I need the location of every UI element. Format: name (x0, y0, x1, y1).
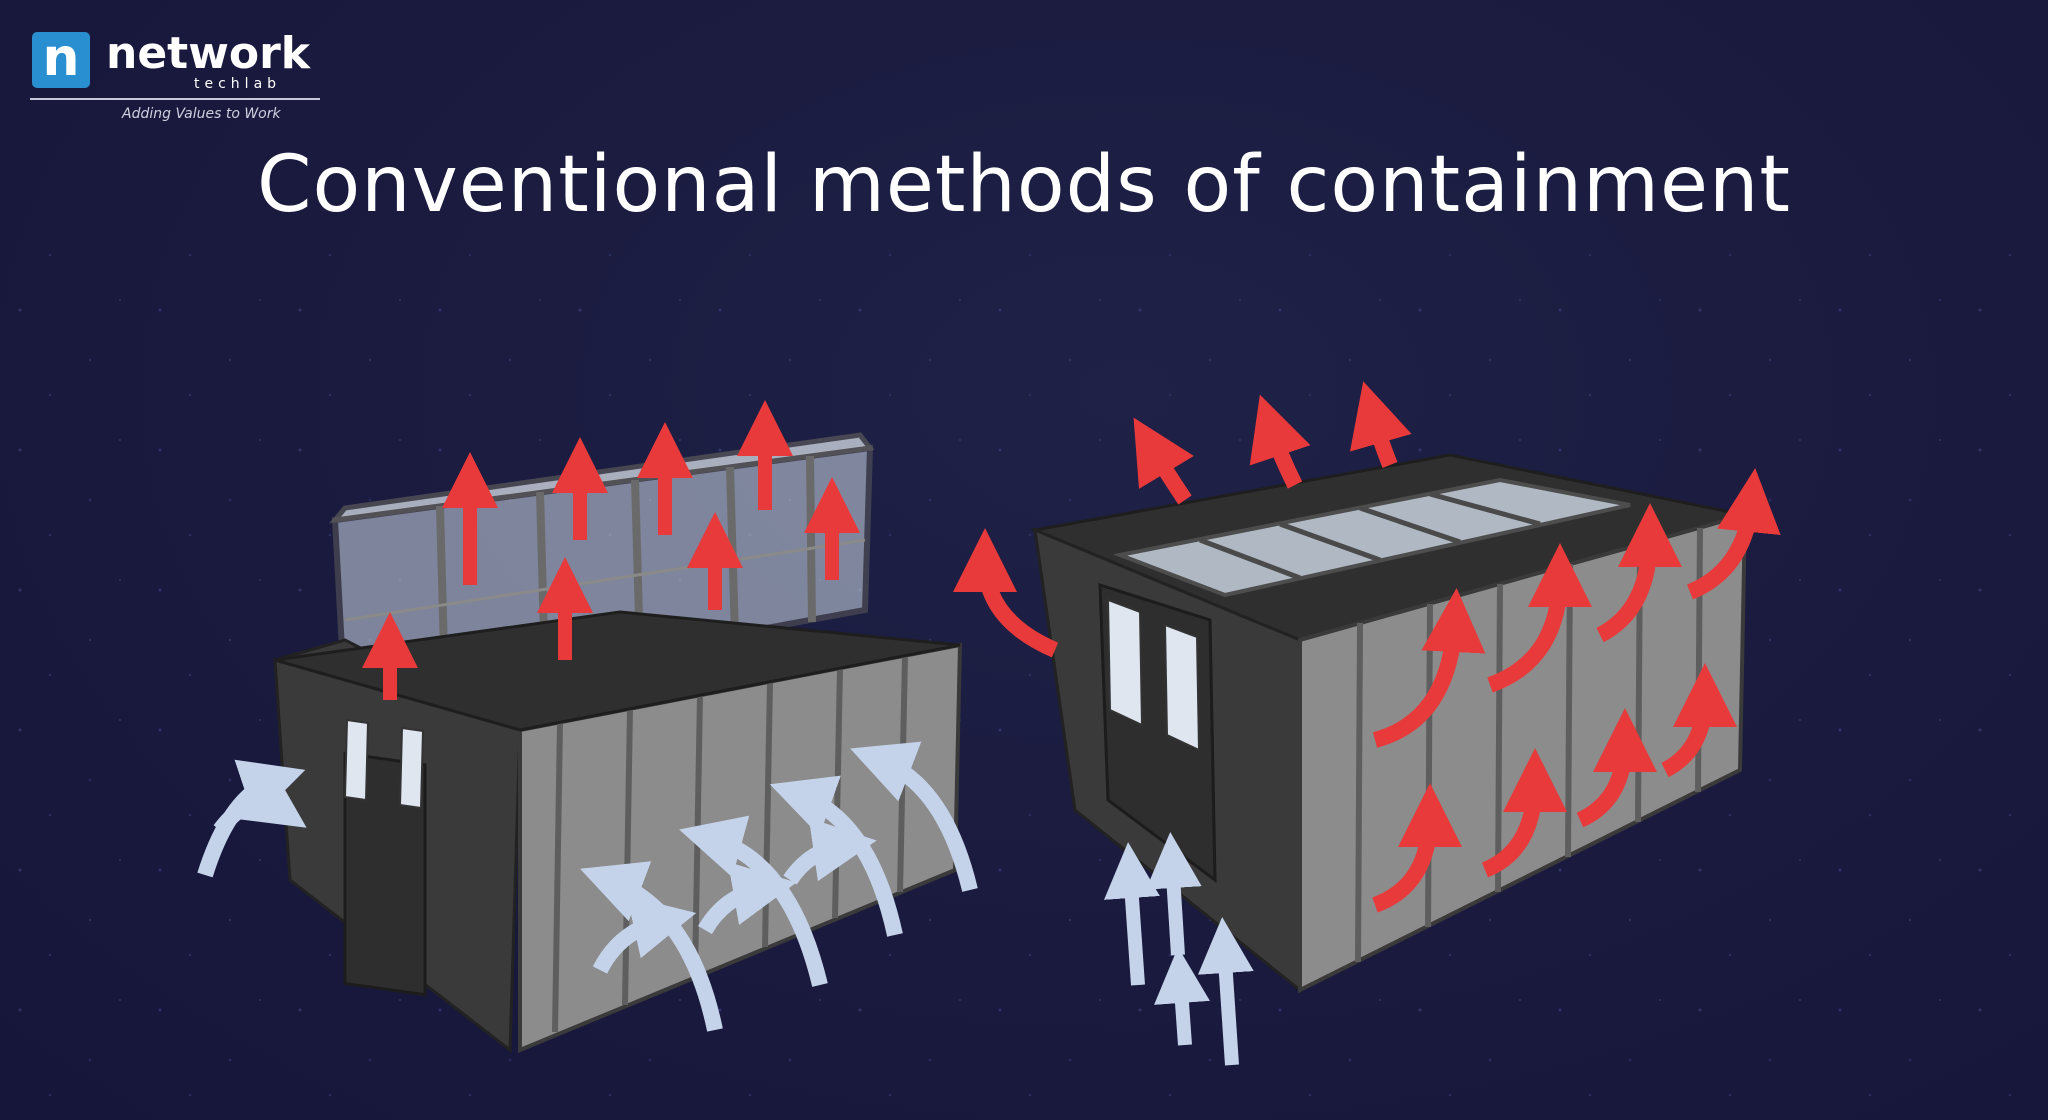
brand-name: network (106, 28, 311, 79)
brand-logo: n network techlab Adding Values to Work (30, 28, 330, 128)
cold-air-arrow-icon (213, 765, 307, 835)
door-window (398, 726, 425, 810)
cold-air-arrow-icon (1154, 947, 1210, 1046)
cold-air-arrow-icon (1104, 842, 1160, 986)
cold-air-arrow-icon (698, 862, 797, 935)
cold-air-arrow-icon (850, 741, 978, 892)
hot-air-arrow-icon (1249, 394, 1311, 489)
hot-air-arrow-icon (1372, 588, 1486, 748)
hot-air-arrow-icon (1133, 417, 1194, 505)
door-window (343, 718, 370, 802)
cold-air-arrow-icon (592, 895, 697, 974)
cold-aisle-containment (953, 381, 1781, 1066)
hot-air-arrow-icon (1686, 468, 1781, 600)
slide-title: Conventional methods of containment (256, 140, 1792, 230)
front-door (343, 751, 427, 997)
brand-subname: techlab (194, 76, 282, 92)
cold-air-arrow-icon (1197, 917, 1254, 1066)
glass-roof-dividers (1199, 491, 1541, 581)
hot-air-arrow-icon (1371, 783, 1462, 913)
brand-logo-mark: n (32, 32, 90, 88)
brand-divider (30, 98, 320, 100)
hot-air-arrow-icon (1481, 748, 1567, 878)
hot-air-arrow-icon (1350, 381, 1412, 468)
hot-air-arrows (953, 381, 1781, 913)
cold-air-arrows (1104, 832, 1254, 1066)
hot-air-arrow-icon (1487, 543, 1592, 693)
hot-air-arrow-icon (1661, 663, 1737, 778)
hot-air-arrow-icon (953, 528, 1059, 658)
hot-air-arrow-icon (1596, 503, 1682, 643)
door-window (1163, 623, 1201, 752)
door-window (1106, 598, 1144, 727)
hot-air-arrows (362, 400, 860, 700)
cold-air-arrow-icon (1145, 832, 1202, 956)
hot-aisle-containment (197, 400, 978, 1053)
hot-air-arrow-icon (1576, 708, 1657, 828)
cold-air-arrow-icon (783, 817, 877, 885)
rack-panel-seams (1355, 527, 1703, 963)
rack-roof (274, 610, 961, 732)
brand-tagline: Adding Values to Work (122, 106, 281, 122)
cold-air-arrows (197, 741, 978, 1032)
